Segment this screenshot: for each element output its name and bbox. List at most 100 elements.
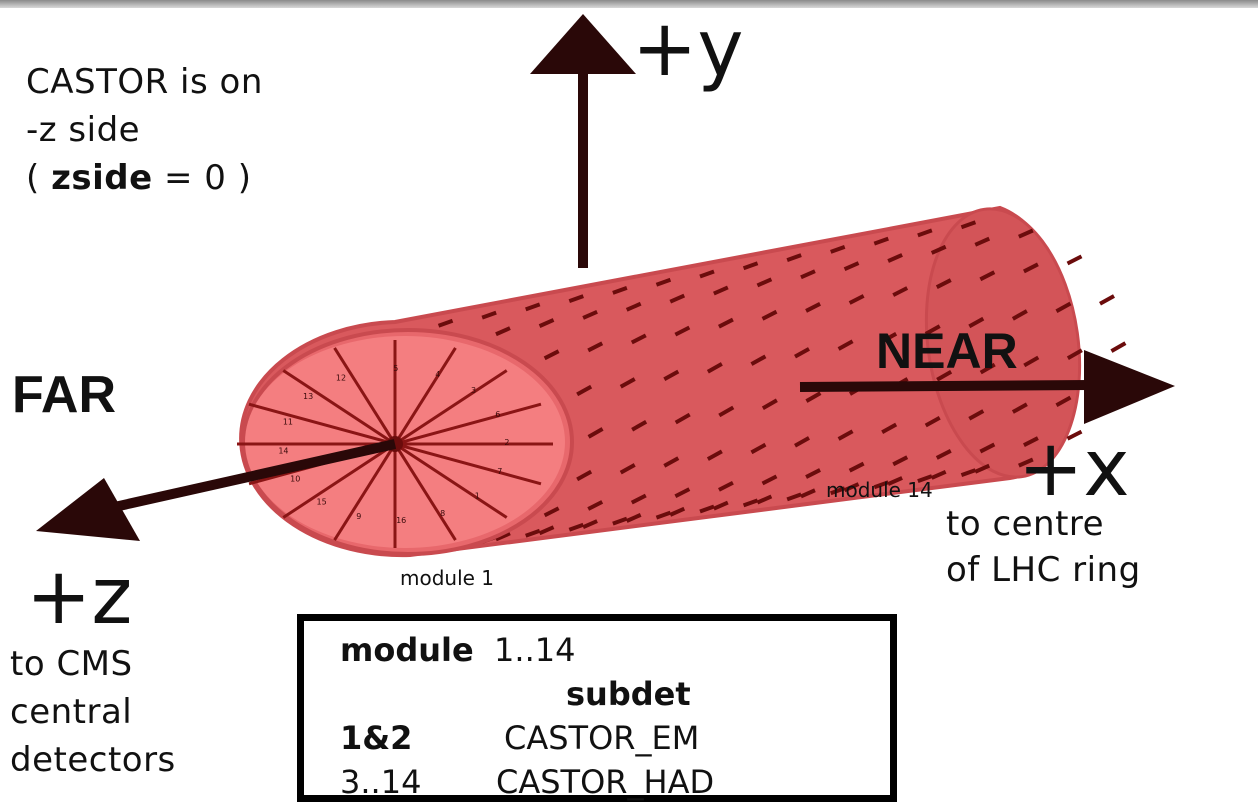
sector-number: 14 [278, 447, 288, 456]
segment-mark [699, 269, 715, 279]
z-axis-caption-2: central [10, 692, 133, 732]
segment-mark [1099, 294, 1115, 306]
segment-mark [887, 253, 903, 263]
z-axis-arrowhead [36, 478, 140, 541]
segment-mark [786, 492, 802, 502]
module-14-label: module 14 [826, 478, 933, 502]
segment-mark [892, 455, 909, 467]
segment-mark [917, 474, 933, 484]
segment-mark [800, 269, 816, 280]
sector-number: 7 [497, 467, 502, 476]
segment-mark [887, 476, 903, 486]
sector-number: 4 [435, 370, 440, 379]
segment-mark [619, 463, 636, 475]
segment-mark [538, 318, 555, 328]
segment-mark [805, 302, 821, 313]
segment-mark [936, 369, 953, 382]
segment-mark [805, 468, 821, 479]
segment-mark [718, 317, 734, 329]
segment-mark [742, 498, 759, 508]
sector-number: 15 [317, 497, 327, 506]
near-end-label: NEAR [876, 323, 1018, 379]
segment-mark [1066, 429, 1083, 441]
sector-number: 6 [495, 410, 500, 419]
segment-mark [619, 377, 636, 389]
x-axis-caption-2: of LHC ring [946, 550, 1141, 590]
segment-mark [756, 277, 773, 288]
segment-mark [968, 316, 985, 329]
segment-mark [830, 244, 846, 254]
module-legend-box: module 1..14 subdet 1&2 CASTOR_EM 3..14 … [297, 614, 897, 802]
segment-mark [568, 522, 584, 532]
segment-mark [848, 294, 865, 305]
segment-mark [655, 510, 672, 520]
segment-mark [786, 253, 802, 262]
segment-mark [1011, 309, 1028, 321]
segment-mark [974, 463, 991, 474]
sector-number: 11 [283, 418, 293, 427]
segment-mark [576, 469, 593, 482]
z-axis-caption-3: detectors [10, 740, 176, 780]
segment-mark [612, 286, 628, 295]
segment-mark [750, 354, 767, 366]
sector-number: 10 [290, 475, 300, 484]
segment-mark [800, 488, 816, 499]
segment-mark [805, 391, 822, 403]
segment-mark [843, 261, 860, 272]
segment-mark [960, 220, 977, 230]
zside-note-keyword: zside [51, 158, 153, 198]
segment-mark [892, 286, 909, 297]
segment-mark [481, 310, 497, 320]
segment-mark [495, 326, 511, 337]
segment-mark [794, 436, 810, 448]
legend-subdet-title: subdet [566, 675, 691, 713]
segment-mark [837, 339, 854, 351]
y-axis-arrowhead [530, 14, 636, 74]
legend-header-title: module [340, 631, 474, 669]
segment-mark [538, 525, 555, 536]
segment-mark [1066, 348, 1083, 361]
z-axis-label: +z [26, 552, 133, 642]
segment-mark [917, 228, 933, 238]
segment-mark [713, 285, 729, 296]
zside-note-line-2: -z side [26, 110, 141, 150]
segment-mark [979, 270, 996, 282]
sector-number: 12 [336, 373, 346, 382]
segment-mark [718, 405, 735, 418]
segment-mark [568, 294, 584, 304]
sector-number: 13 [303, 392, 313, 401]
segment-mark [750, 442, 767, 455]
segment-mark [663, 456, 680, 468]
zside-note-value: = 0 ) [152, 158, 252, 198]
segment-mark [525, 528, 541, 538]
segment-mark [630, 493, 647, 505]
segment-mark [625, 513, 642, 523]
segment-mark [968, 409, 985, 421]
legend-row-2-subdet: CASTOR_HAD [496, 763, 715, 801]
legend-row-1-modules: 1&2 [340, 719, 412, 757]
segment-mark [630, 333, 647, 345]
x-axis-label: +x [1018, 424, 1130, 514]
segment-mark [655, 277, 672, 287]
zside-note-line-3: ( zside = 0 ) [26, 154, 251, 202]
segment-mark [543, 349, 560, 361]
segment-mark [979, 442, 996, 454]
sector-number: 5 [393, 364, 398, 373]
segment-mark [761, 398, 778, 411]
segment-mark [706, 449, 723, 461]
segment-mark [495, 531, 511, 542]
segment-mark [830, 486, 846, 496]
segment-mark [1018, 228, 1034, 239]
legend-row-2-modules: 3..14 [340, 763, 422, 801]
segment-mark [699, 504, 715, 514]
segment-mark [582, 309, 598, 320]
far-end-label: FAR [12, 366, 116, 424]
segment-mark [756, 494, 773, 505]
sector-number: 3 [471, 386, 476, 395]
segment-mark [935, 449, 952, 460]
segment-mark [587, 427, 604, 439]
segment-mark [761, 309, 778, 321]
segment-mark [543, 506, 560, 518]
segment-mark [612, 516, 628, 526]
